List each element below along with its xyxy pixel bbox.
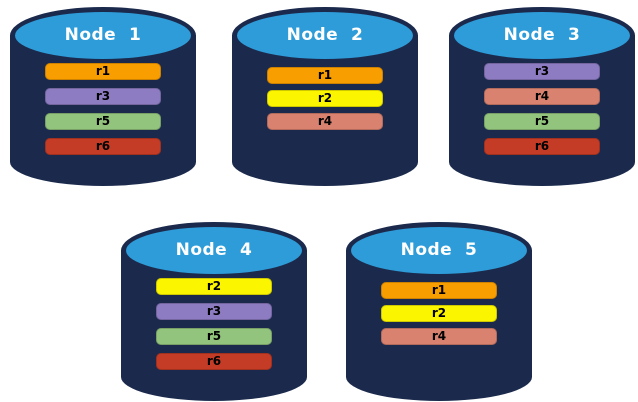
cylinder-top-ellipse: Node 4 (121, 222, 307, 279)
replica-bar-r1: r1 (45, 63, 161, 80)
replica-label: r5 (95, 114, 111, 128)
replica-bar-r1: r1 (381, 282, 497, 299)
replica-label: r5 (534, 114, 550, 128)
replica-label: r2 (317, 91, 333, 105)
cylinder-top-ellipse: Node 2 (232, 7, 418, 64)
replica-label: r1 (317, 68, 333, 82)
replica-label: r4 (534, 89, 550, 103)
replica-label: r6 (95, 139, 111, 153)
replica-bar-r6: r6 (484, 138, 600, 155)
replica-label: r4 (431, 329, 447, 343)
replica-bar-r4: r4 (381, 328, 497, 345)
cylinder-top-ellipse: Node 5 (346, 222, 532, 279)
replica-label: r3 (206, 304, 222, 318)
replica-label: r4 (317, 114, 333, 128)
replica-bar-r2: r2 (156, 278, 272, 295)
node-cylinder-5: Node 5 r1 r2 r4 (346, 222, 532, 401)
node-title: Node 2 (286, 24, 364, 45)
replica-label: r3 (95, 89, 111, 103)
replica-label: r2 (431, 306, 447, 320)
node-title: Node 4 (175, 239, 253, 260)
replica-bar-r2: r2 (381, 305, 497, 322)
node-cylinder-4: Node 4 r2 r3 r5 r6 (121, 222, 307, 401)
replica-label: r6 (206, 354, 222, 368)
replica-list: r1 r2 r4 (232, 67, 418, 130)
node-title: Node 5 (400, 239, 478, 260)
node-cylinder-1: Node 1 r1 r3 r5 r6 (10, 7, 196, 186)
replica-label: r2 (206, 279, 222, 293)
node-cylinder-3: Node 3 r3 r4 r5 r6 (449, 7, 635, 186)
replica-list: r3 r4 r5 r6 (449, 63, 635, 155)
replica-bar-r5: r5 (45, 113, 161, 130)
replica-bar-r3: r3 (156, 303, 272, 320)
replica-bar-r5: r5 (484, 113, 600, 130)
cylinder-top-ellipse: Node 1 (10, 7, 196, 64)
node-title: Node 1 (64, 24, 142, 45)
replica-bar-r4: r4 (267, 113, 383, 130)
replica-bar-r1: r1 (267, 67, 383, 84)
replica-bar-r4: r4 (484, 88, 600, 105)
replica-label: r3 (534, 64, 550, 78)
node-title: Node 3 (503, 24, 581, 45)
replica-bar-r3: r3 (484, 63, 600, 80)
replica-bar-r6: r6 (45, 138, 161, 155)
node-cylinder-2: Node 2 r1 r2 r4 (232, 7, 418, 186)
replica-label: r1 (95, 64, 111, 78)
cylinder-top-ellipse: Node 3 (449, 7, 635, 64)
replica-list: r1 r2 r4 (346, 282, 532, 345)
replica-list: r2 r3 r5 r6 (121, 278, 307, 370)
replica-label: r1 (431, 283, 447, 297)
replica-label: r6 (534, 139, 550, 153)
replica-label: r5 (206, 329, 222, 343)
replica-bar-r6: r6 (156, 353, 272, 370)
replica-bar-r5: r5 (156, 328, 272, 345)
replica-bar-r2: r2 (267, 90, 383, 107)
replica-bar-r3: r3 (45, 88, 161, 105)
replica-list: r1 r3 r5 r6 (10, 63, 196, 155)
